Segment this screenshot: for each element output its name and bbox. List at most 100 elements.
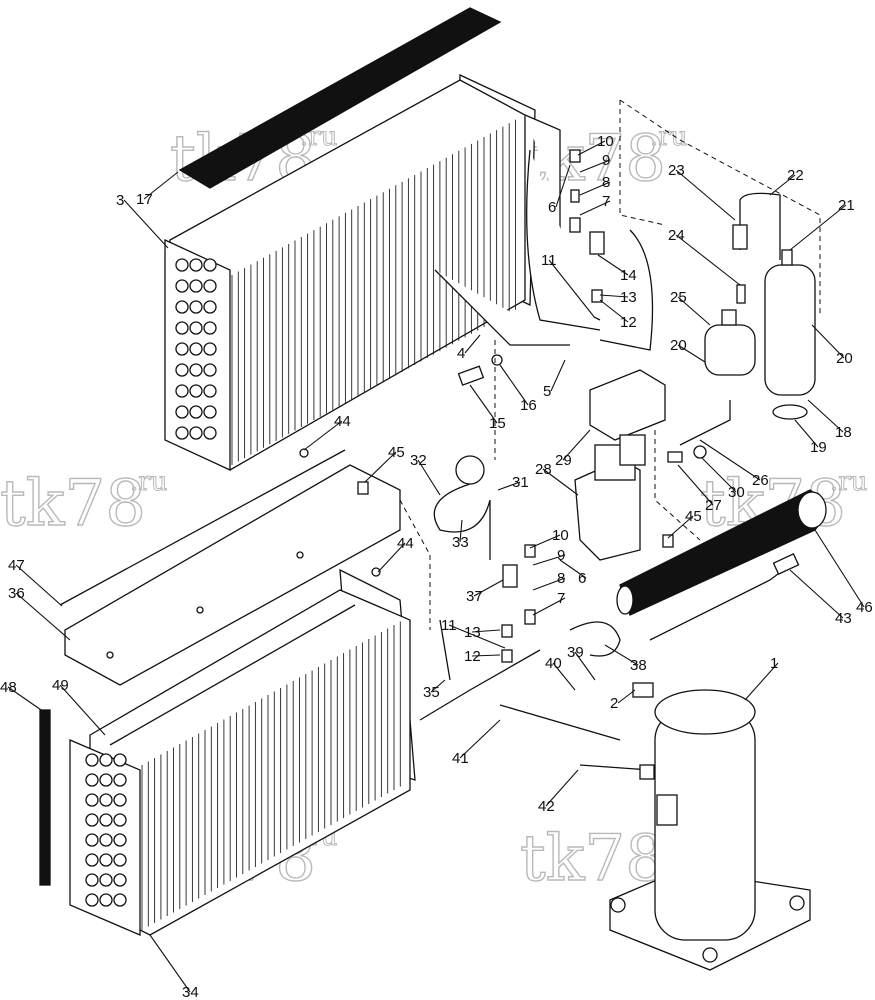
filter-drier: [704, 324, 756, 376]
tube-bend: [189, 384, 203, 398]
grommet: [693, 445, 707, 459]
callout-label: 9: [557, 547, 565, 564]
tube-bend: [113, 833, 127, 847]
pressure-switch: [502, 564, 518, 588]
hose-start: [616, 585, 634, 615]
leader-line: [532, 554, 566, 566]
leader-line: [532, 597, 566, 616]
leader-line: [59, 684, 106, 736]
leader-line: [667, 515, 694, 539]
service-valve: [569, 217, 581, 233]
callout-label: 37: [466, 588, 483, 605]
tube-bend: [189, 279, 203, 293]
callout-label: 26: [752, 472, 769, 489]
callout-label: 17: [136, 191, 153, 208]
lower-coil-tube-bends: [85, 753, 127, 907]
callout-label: 34: [182, 984, 199, 1000]
leader-line: [562, 429, 591, 461]
callout-label: 13: [620, 289, 637, 306]
tube-bend: [99, 853, 113, 867]
tube-bend: [99, 773, 113, 787]
tube-bend: [85, 813, 99, 827]
leader-line: [552, 662, 576, 691]
leader-line: [579, 181, 611, 196]
leader-line: [143, 171, 179, 200]
callout-label: 11: [441, 617, 457, 634]
drier-cap: [721, 309, 737, 326]
callout-label: 6: [548, 199, 556, 216]
leader-line: [579, 200, 611, 216]
service-valve: [569, 149, 581, 163]
callout-label: 2: [610, 695, 618, 712]
callout-label: 35: [423, 684, 440, 701]
callout-label: 29: [555, 452, 572, 469]
suction-line: [434, 269, 570, 346]
tube-bend: [175, 300, 189, 314]
leader-line: [677, 464, 714, 506]
callout-label: 22: [787, 167, 804, 184]
leader-line: [574, 651, 596, 681]
tube-bend: [203, 426, 217, 440]
tube-bend: [85, 753, 99, 767]
callout-label: 42: [538, 798, 555, 815]
compressor-dome: [654, 689, 756, 735]
callout-label: 45: [388, 444, 405, 461]
drain-tube: [439, 619, 451, 681]
tube-bend: [99, 893, 113, 907]
tube-bend: [189, 300, 203, 314]
callout-label: 9: [602, 152, 610, 169]
tube-bend: [189, 342, 203, 356]
tube-bend: [113, 793, 127, 807]
hose-group: [616, 489, 827, 641]
tube-bend: [189, 321, 203, 335]
callout-label: 43: [835, 610, 852, 627]
top-seal-strip: [178, 7, 502, 189]
tube-bend: [175, 342, 189, 356]
leader-line: [807, 399, 844, 433]
callout-label: 33: [452, 534, 469, 551]
tube-bend: [85, 833, 99, 847]
drier-loop-pipe: [739, 192, 781, 260]
tube-bend: [175, 426, 189, 440]
upper-coil: [164, 7, 601, 472]
solenoid-coil-2: [619, 434, 646, 466]
bypass-pipe: [526, 149, 601, 331]
tube-bend: [175, 321, 189, 335]
callout-label: 27: [705, 497, 722, 514]
leader-line: [15, 564, 63, 607]
leader-line: [701, 457, 737, 493]
assembly-guides: [399, 99, 821, 630]
leader-line: [497, 481, 521, 491]
tube-bend: [85, 793, 99, 807]
tube-bend: [85, 773, 99, 787]
u-bend-pipe: [569, 621, 621, 657]
leader-line: [417, 459, 441, 496]
tube-bend: [85, 893, 99, 907]
watermark-text: tk78: [520, 822, 666, 896]
callout-label: 18: [835, 424, 852, 441]
leader-line: [499, 364, 529, 406]
compressor-inlet: [632, 682, 654, 698]
callout-label: 47: [8, 557, 25, 574]
receiver-group: [679, 192, 816, 446]
watermark-suffix: .ru: [830, 467, 867, 497]
callout-label: 13: [464, 624, 481, 641]
callout-label: 3: [116, 192, 124, 209]
tube-bend: [99, 753, 113, 767]
guide-line: [654, 430, 701, 541]
callout-label: 1: [770, 655, 778, 672]
callout-label: 4: [457, 345, 465, 362]
leader-line: [789, 569, 844, 619]
washer: [371, 567, 381, 577]
tube-bend: [99, 793, 113, 807]
callout-label: 19: [810, 439, 827, 456]
leader-line: [303, 420, 343, 451]
leader-line: [555, 164, 571, 208]
tube-bend: [99, 833, 113, 847]
tube-bend: [203, 405, 217, 419]
callout-label: 23: [668, 162, 685, 179]
guide-line: [619, 99, 821, 315]
callout-label: 49: [52, 677, 69, 694]
tube-bend: [85, 853, 99, 867]
callout-label: 20: [670, 337, 687, 354]
